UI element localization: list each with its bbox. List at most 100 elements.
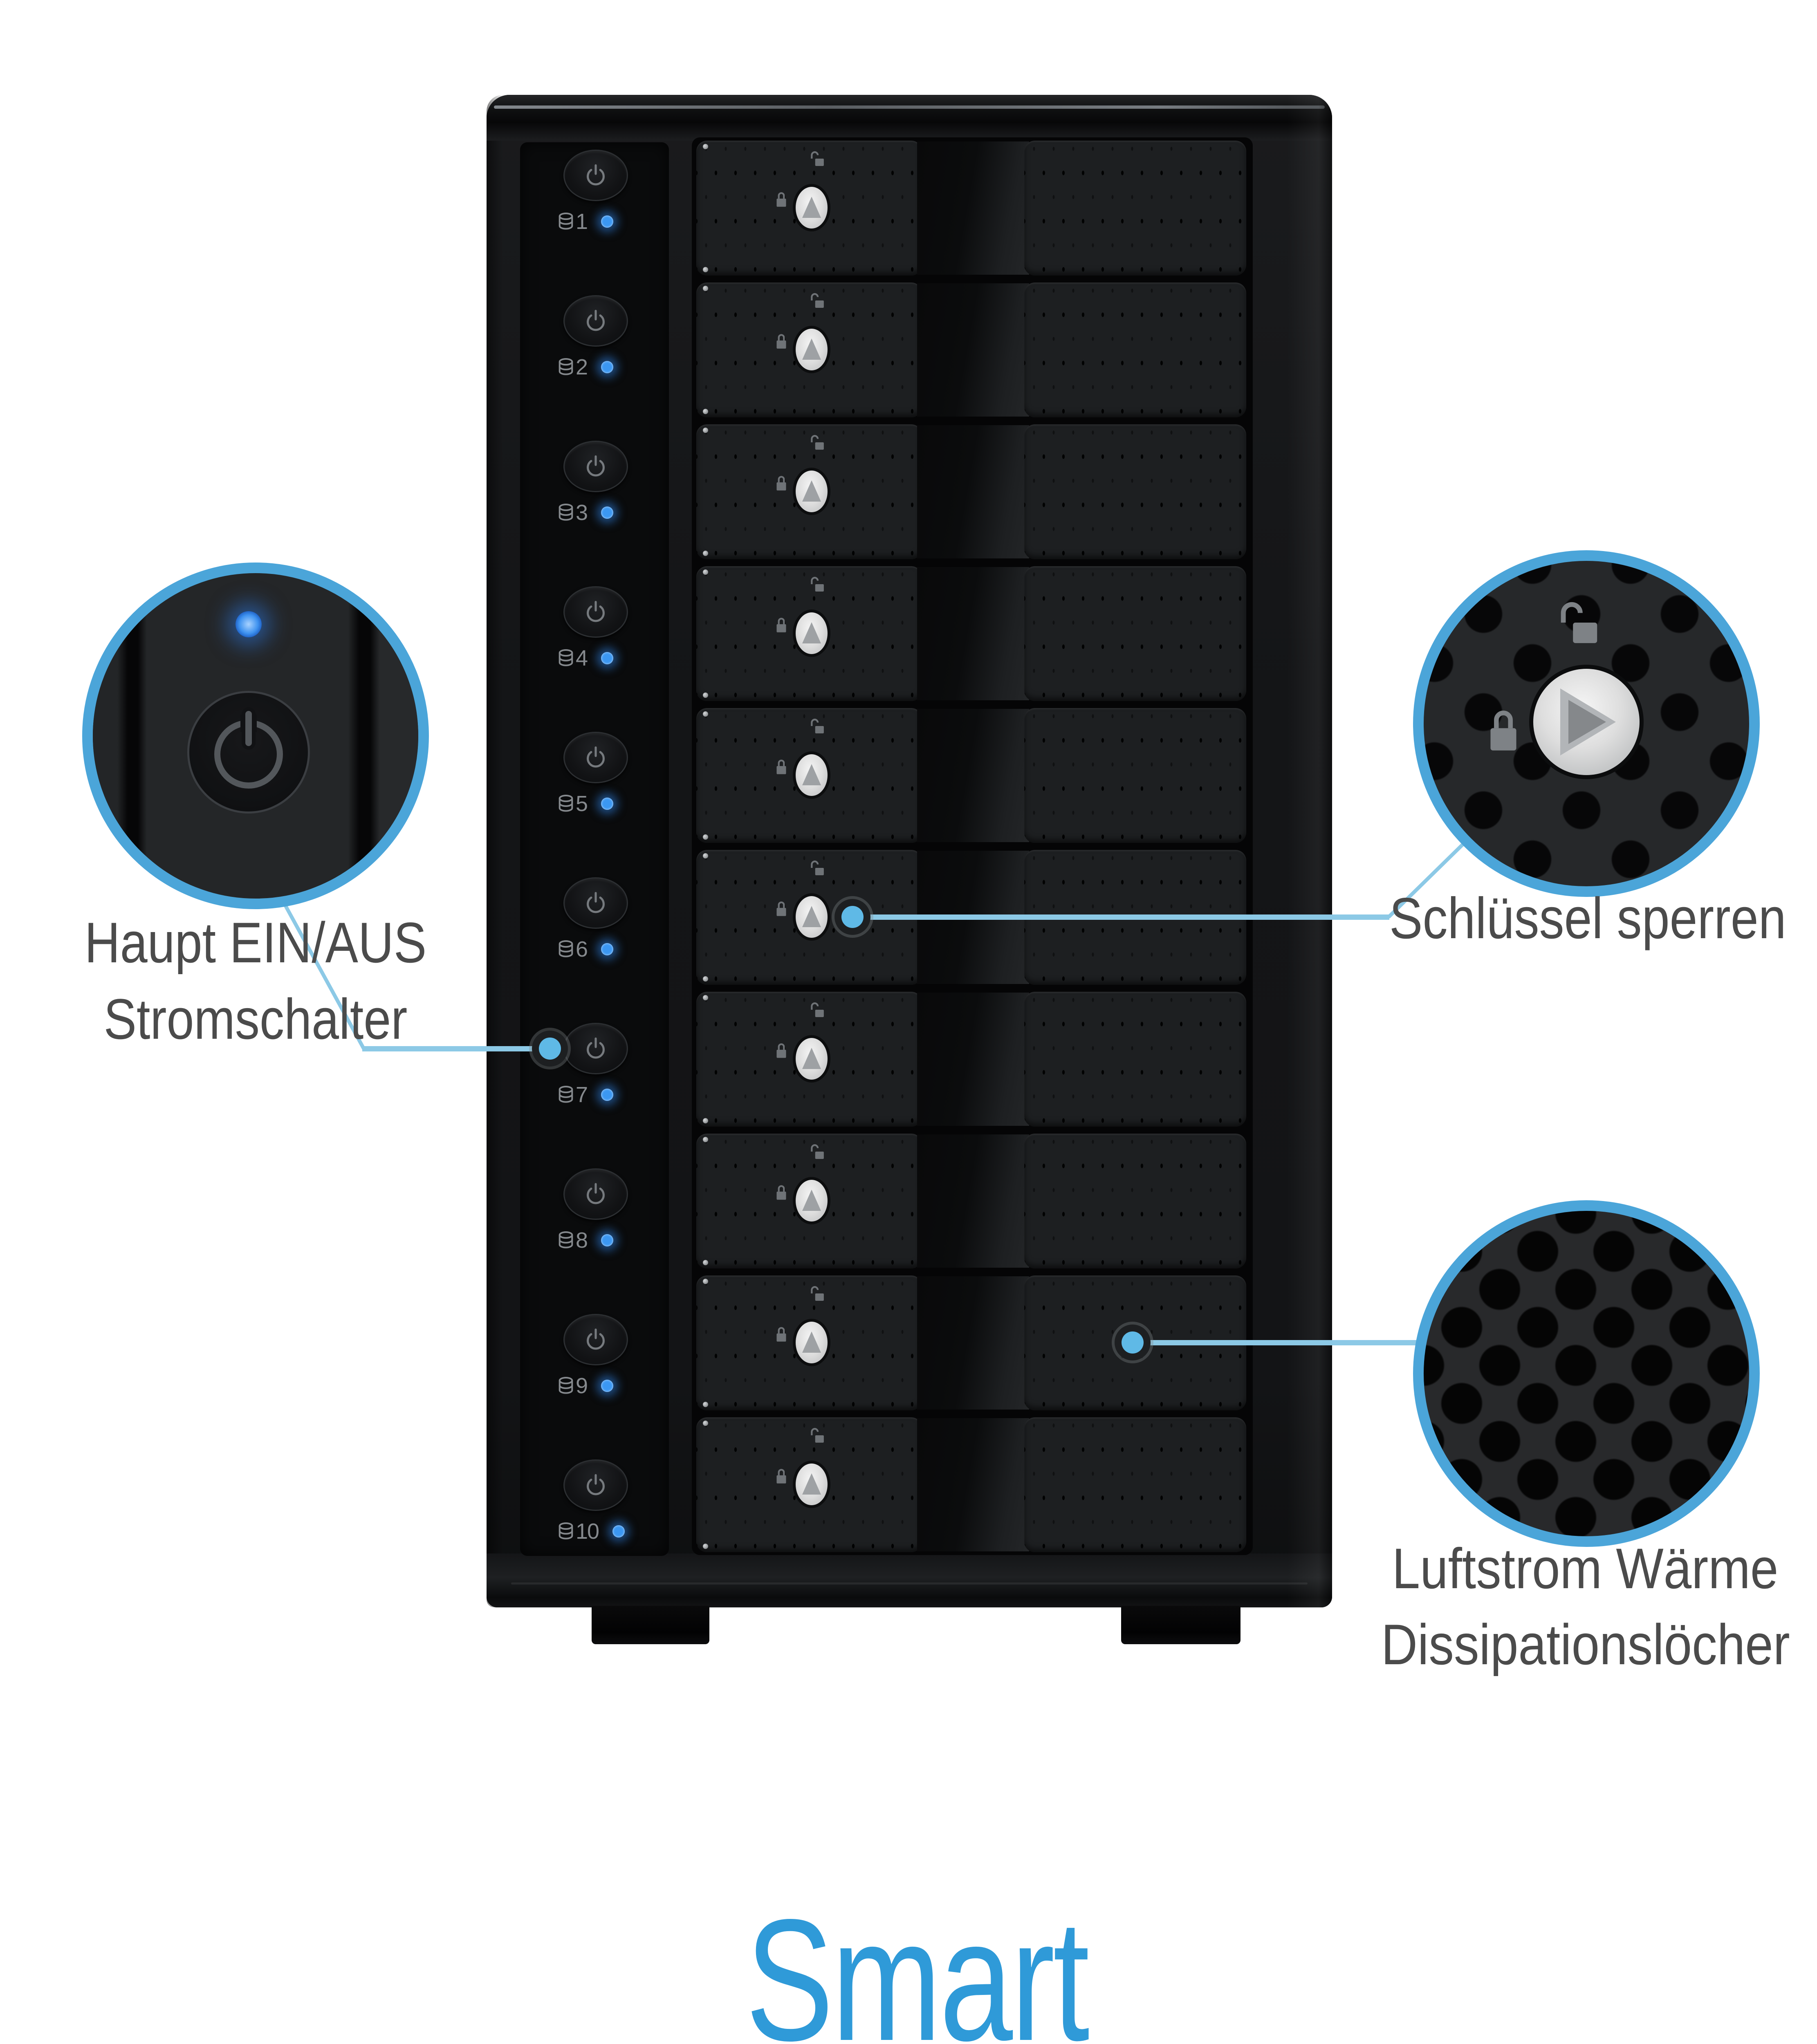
unlock-icon	[811, 719, 824, 733]
main-power-label: Haupt EIN/AUS Stromschalter	[84, 910, 427, 1051]
tray-handle-panel[interactable]	[1024, 992, 1246, 1127]
drive-tray[interactable]	[696, 1134, 1246, 1269]
tray-vent-panel	[696, 141, 922, 276]
power-button[interactable]	[563, 441, 628, 492]
unlock-icon	[811, 861, 824, 875]
bay-number-label: 7	[576, 1083, 588, 1107]
key-lock[interactable]	[793, 326, 830, 373]
power-led	[612, 1525, 625, 1537]
triangle-icon	[1560, 688, 1616, 755]
key-lock-zoomed	[1529, 665, 1644, 779]
bay-number-label: 4	[576, 646, 588, 670]
tray-handle-recess	[917, 1134, 1029, 1268]
vent-callout-horizontal-line	[1142, 1340, 1429, 1345]
lock-icon	[776, 1185, 786, 1200]
bay-status-label: 6	[520, 937, 669, 961]
tray-handle-panel[interactable]	[1024, 566, 1246, 701]
disk-icon	[559, 649, 573, 666]
tray-handle-recess	[917, 709, 1029, 842]
vent-holes-label: Luftstrom Wärme Dissipationslöcher	[1381, 1536, 1790, 1676]
drive-tray[interactable]	[696, 708, 1246, 843]
power-led	[601, 652, 614, 664]
key-lock[interactable]	[793, 184, 830, 231]
key-lock[interactable]	[793, 1177, 830, 1224]
key-lock[interactable]	[793, 751, 830, 799]
key-lock[interactable]	[793, 1461, 830, 1508]
tray-handle-recess	[917, 425, 1029, 558]
power-icon	[587, 892, 605, 913]
key-lock[interactable]	[793, 893, 830, 941]
drive-tray[interactable]	[696, 282, 1246, 417]
power-icon	[587, 455, 605, 477]
triangle-icon	[802, 622, 821, 643]
enclosure-foot-right	[1121, 1606, 1240, 1644]
power-icon	[587, 309, 605, 331]
enclosure-base	[487, 1553, 1332, 1607]
power-icon	[587, 164, 605, 186]
tray-handle-panel[interactable]	[1024, 708, 1246, 843]
power-button[interactable]	[563, 1023, 628, 1074]
tray-vent-panel	[696, 1417, 922, 1552]
tray-handle-panel[interactable]	[1024, 282, 1246, 417]
screw-icon	[703, 1260, 708, 1265]
key-lock[interactable]	[793, 610, 830, 657]
lock-icon	[776, 901, 786, 916]
tray-handle-panel[interactable]	[1024, 1134, 1246, 1269]
power-button[interactable]	[563, 1168, 628, 1220]
disk-icon	[559, 940, 573, 957]
bay-number-label: 6	[576, 937, 588, 961]
disk-icon	[559, 795, 573, 812]
unlock-icon	[811, 577, 824, 592]
key-lock[interactable]	[793, 1319, 830, 1366]
bay-status-label: 5	[520, 791, 669, 816]
power-button[interactable]	[563, 586, 628, 638]
tray-handle-panel[interactable]	[1024, 141, 1246, 276]
triangle-icon	[802, 906, 821, 927]
power-button-zoom-circle	[82, 563, 429, 909]
lock-icon	[776, 192, 786, 207]
drive-tray[interactable]	[696, 1417, 1246, 1552]
power-button[interactable]	[563, 295, 628, 347]
tray-vent-panel	[696, 1134, 922, 1269]
power-row: 8	[520, 1168, 669, 1266]
power-button[interactable]	[563, 1314, 628, 1365]
drive-tray[interactable]	[696, 992, 1246, 1127]
drive-tray[interactable]	[696, 141, 1246, 276]
key-lock[interactable]	[793, 468, 830, 515]
tray-handle-panel[interactable]	[1024, 424, 1246, 559]
main-power-marker-dot	[539, 1038, 561, 1060]
power-button[interactable]	[563, 877, 628, 929]
key-lock[interactable]	[793, 1035, 830, 1083]
vent-marker-dot	[1122, 1331, 1144, 1354]
power-button[interactable]	[563, 732, 628, 783]
power-led	[601, 507, 614, 519]
bay-number-label: 3	[576, 500, 588, 525]
triangle-icon	[802, 1048, 821, 1069]
vent-holes-zoom-circle	[1413, 1200, 1760, 1547]
power-icon	[587, 601, 605, 622]
bay-status-label: 8	[520, 1228, 669, 1253]
enclosure-foot-left	[592, 1606, 709, 1644]
lock-icon	[776, 476, 786, 491]
power-button[interactable]	[563, 1459, 628, 1511]
bays-panel	[692, 137, 1253, 1555]
key-lock-zoom-circle	[1413, 550, 1760, 897]
power-row: 4	[520, 586, 669, 684]
power-icon	[587, 746, 605, 768]
screw-icon	[703, 834, 708, 840]
screw-icon	[703, 1544, 708, 1549]
page-title: Smart Design	[745, 1883, 1090, 2044]
screw-icon	[703, 286, 708, 291]
right-callout-horizontal-line	[858, 914, 1389, 920]
power-led	[601, 1380, 614, 1392]
bay-number-label: 2	[576, 355, 588, 379]
power-led	[601, 1234, 614, 1246]
drive-tray[interactable]	[696, 566, 1246, 701]
tray-handle-panel[interactable]	[1024, 1417, 1246, 1552]
drive-tray[interactable]	[696, 424, 1246, 559]
bay-status-label: 7	[520, 1083, 669, 1107]
power-row: 7	[520, 1023, 669, 1121]
power-row: 9	[520, 1314, 669, 1412]
triangle-icon	[802, 1473, 821, 1495]
power-button[interactable]	[563, 150, 628, 201]
